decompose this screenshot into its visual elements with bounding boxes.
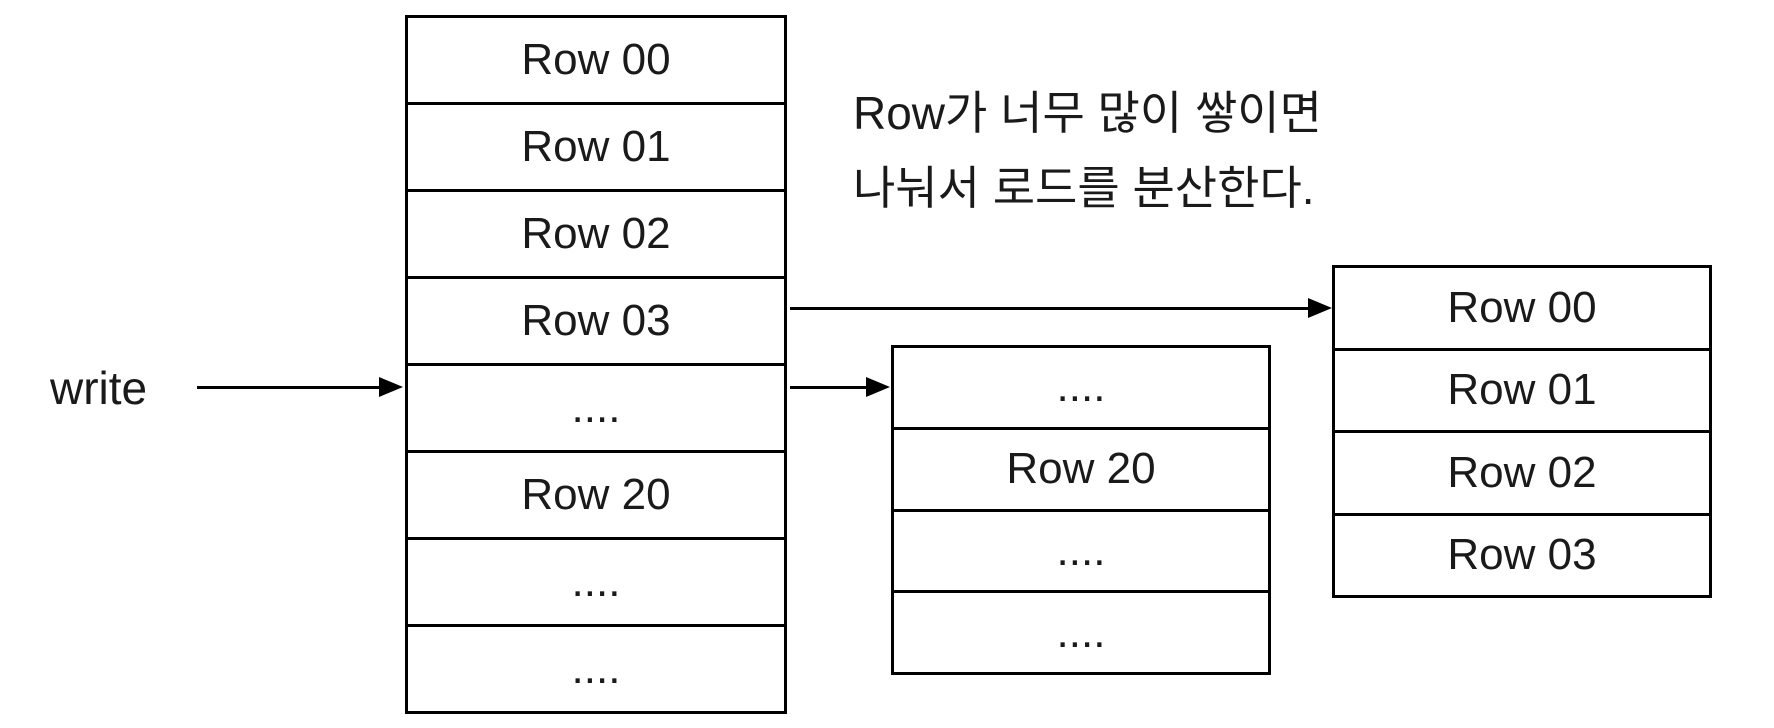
split-arrow-dots xyxy=(790,377,890,397)
write-arrow xyxy=(197,377,403,397)
table-row: Row 02 xyxy=(408,189,784,276)
split-arrow-row03-shaft xyxy=(790,306,1308,310)
split-arrow-dots-arrowhead-icon xyxy=(866,377,890,397)
annotation-line-2: 나눠서 로드를 분산한다. xyxy=(853,162,1315,214)
write-arrow-shaft xyxy=(197,385,379,389)
split-arrow-row03 xyxy=(790,298,1332,318)
table-row: .... xyxy=(894,590,1268,672)
table-row: Row 03 xyxy=(1335,512,1709,596)
split-arrow-row03-arrowhead-icon xyxy=(1308,298,1332,318)
table-row: .... xyxy=(408,624,784,711)
table-row: .... xyxy=(1056,362,1106,412)
table-row: .... xyxy=(408,363,784,450)
table-row: .... xyxy=(408,537,784,624)
table-row: Row 20 xyxy=(894,426,1268,509)
split-arrow-dots-shaft xyxy=(790,385,866,389)
table-row: Row 01 xyxy=(1335,347,1709,431)
table-row: Row 02 xyxy=(1335,430,1709,513)
table-row: Row 00 xyxy=(1447,282,1597,332)
table-row: Row 00 xyxy=(521,35,671,84)
table-row: Row 03 xyxy=(408,276,784,363)
write-label: write xyxy=(50,362,148,414)
write-arrowhead-icon xyxy=(379,377,403,397)
split-row-stack-2: Row 00 Row 01 Row 02 Row 03 xyxy=(1332,265,1712,598)
main-row-stack: Row 00 Row 01 Row 02 Row 03 .... Row 20 … xyxy=(405,15,787,714)
table-row: Row 20 xyxy=(408,450,784,537)
table-row: Row 01 xyxy=(408,102,784,189)
table-row: .... xyxy=(894,508,1268,591)
split-row-stack-1: .... Row 20 .... .... xyxy=(891,345,1271,675)
annotation-line-1: Row가 너무 많이 쌓이면 xyxy=(853,87,1322,139)
annotation-text: Row가 너무 많이 쌓이면 나눠서 로드를 분산한다. xyxy=(853,76,1322,226)
